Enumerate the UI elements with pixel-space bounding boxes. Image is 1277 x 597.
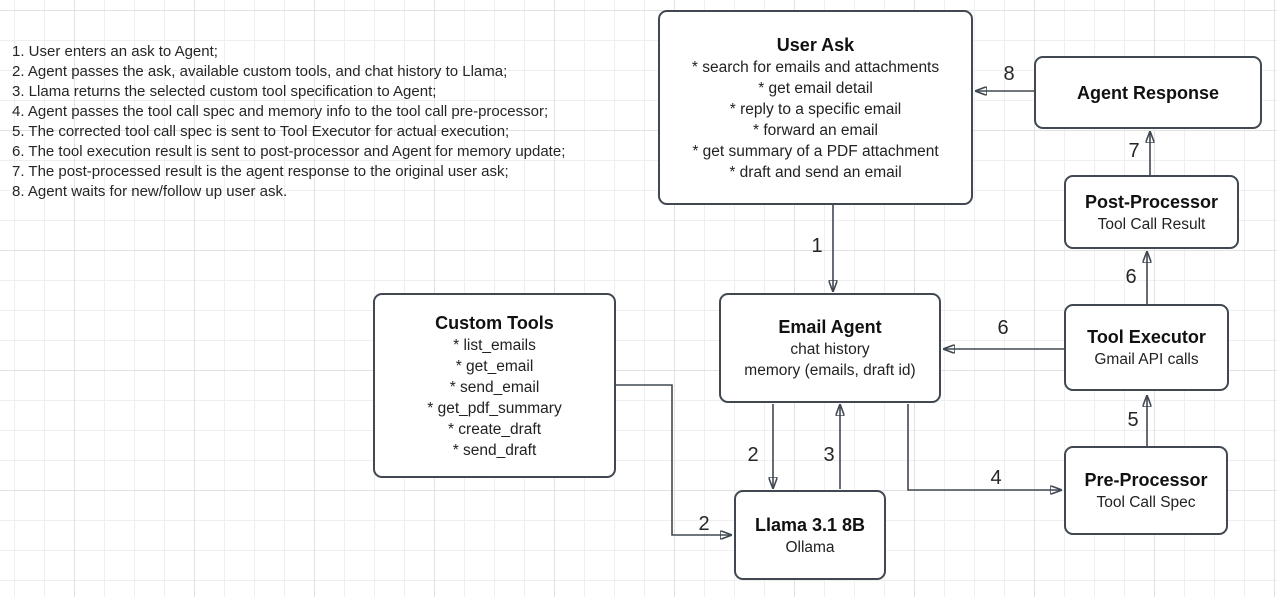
node-item: * get email detail bbox=[758, 79, 873, 97]
edge-label-2b: 2 bbox=[698, 513, 710, 535]
step-line: 1. User enters an ask to Agent; bbox=[12, 43, 218, 60]
node-item: * get_email bbox=[455, 357, 534, 375]
edge-2-customtools-to-llama bbox=[616, 384, 731, 535]
node-title: Agent Response bbox=[1076, 82, 1220, 103]
node-item: * search for emails and attachments bbox=[691, 58, 940, 76]
node-title: Tool Executor bbox=[1087, 327, 1206, 347]
process-steps-note: 1. User enters an ask to Agent; 2. Agent… bbox=[12, 42, 565, 202]
node-subtitle: Ollama bbox=[785, 538, 835, 556]
node-pre-processor: Pre-Processor Tool Call Spec bbox=[1064, 446, 1228, 535]
node-custom-tools: Custom Tools * list_emails * get_email *… bbox=[373, 293, 616, 478]
edge-label-3: 3 bbox=[823, 444, 835, 466]
edge-label-5: 5 bbox=[1127, 409, 1139, 431]
edge-label-6b: 6 bbox=[1125, 266, 1137, 288]
node-title: Post-Processor bbox=[1084, 191, 1219, 212]
edge-label-7: 7 bbox=[1128, 140, 1140, 162]
node-title: User Ask bbox=[776, 34, 855, 55]
node-subtitle: Tool Call Result bbox=[1097, 215, 1206, 233]
node-post-processor: Post-Processor Tool Call Result bbox=[1064, 175, 1239, 249]
node-line: chat history bbox=[790, 341, 870, 358]
edge-label-1: 1 bbox=[811, 235, 823, 257]
step-line: 7. The post-processed result is the agen… bbox=[12, 163, 509, 180]
node-subtitle: Tool Call Spec bbox=[1096, 494, 1196, 511]
node-subtitle: Gmail API calls bbox=[1094, 351, 1199, 368]
node-title: Custom Tools bbox=[435, 312, 554, 333]
edge-label-2a: 2 bbox=[747, 444, 759, 466]
step-line: 6. The tool execution result is sent to … bbox=[12, 143, 566, 160]
step-line: 4. Agent passes the tool call spec and m… bbox=[12, 103, 549, 120]
node-user-ask: User Ask * search for emails and attachm… bbox=[658, 10, 973, 205]
node-item: * forward an email bbox=[753, 121, 878, 139]
node-llama: Llama 3.1 8B Ollama bbox=[734, 490, 886, 580]
step-line: 3. Llama returns the selected custom too… bbox=[12, 83, 437, 100]
node-item: * list_emails bbox=[453, 336, 536, 354]
edge-label-8: 8 bbox=[1003, 63, 1015, 85]
edge-label-4: 4 bbox=[990, 467, 1002, 489]
node-title: Email Agent bbox=[778, 317, 882, 337]
node-title: Pre-Processor bbox=[1084, 470, 1208, 490]
node-item: * reply to a specific email bbox=[729, 100, 902, 118]
edge-4-emailagent-to-preprocessor bbox=[907, 404, 1061, 490]
node-email-agent: Email Agent chat history memory (emails,… bbox=[719, 293, 941, 403]
node-item: * create_draft bbox=[447, 420, 542, 438]
node-tool-executor: Tool Executor Gmail API calls bbox=[1064, 304, 1229, 391]
node-item: * get summary of a PDF attachment bbox=[692, 142, 939, 160]
node-agent-response: Agent Response bbox=[1034, 56, 1262, 129]
node-item: * send_email bbox=[449, 378, 540, 396]
node-line: memory (emails, draft id) bbox=[744, 362, 916, 379]
node-title: Llama 3.1 8B bbox=[754, 514, 866, 535]
step-line: 8. Agent waits for new/follow up user as… bbox=[12, 183, 288, 200]
node-item: * get_pdf_summary bbox=[427, 399, 562, 417]
node-item: * draft and send an email bbox=[729, 163, 902, 181]
step-line: 5. The corrected tool call spec is sent … bbox=[12, 123, 510, 140]
edge-label-6a: 6 bbox=[997, 317, 1009, 339]
node-item: * send_draft bbox=[452, 441, 537, 459]
step-line: 2. Agent passes the ask, available custo… bbox=[12, 63, 508, 80]
